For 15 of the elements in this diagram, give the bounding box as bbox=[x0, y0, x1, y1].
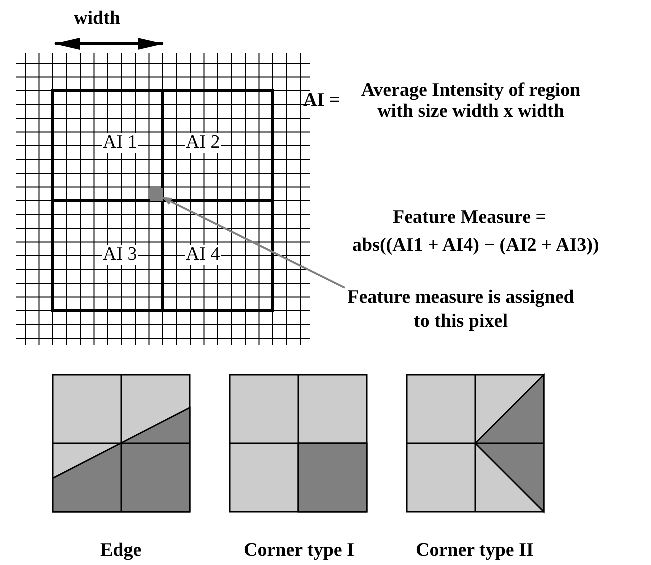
pattern-caption: Corner type II bbox=[416, 538, 534, 562]
formula-label: AI = bbox=[304, 88, 340, 112]
pattern-caption: Corner type I bbox=[244, 538, 354, 562]
pixel-marker bbox=[150, 188, 163, 201]
formula-definition: Average Intensity of region with size width x width bbox=[360, 80, 582, 122]
annotation-text: Feature measure is assigned to this pixel bbox=[345, 286, 577, 334]
region-label: AI 3 bbox=[102, 245, 138, 265]
formula-expression: abs((AI1 + AI4) − (AI2 + AI3)) bbox=[352, 234, 600, 256]
region-label: AI 1 bbox=[102, 133, 138, 153]
dimension-label: width bbox=[74, 6, 120, 30]
leader-arrow bbox=[162, 196, 346, 289]
pattern-caption: Edge bbox=[100, 538, 142, 562]
region-label: AI 2 bbox=[185, 133, 222, 153]
region-label: AI 4 bbox=[185, 245, 222, 265]
formula-label: Feature Measure = bbox=[393, 206, 547, 228]
